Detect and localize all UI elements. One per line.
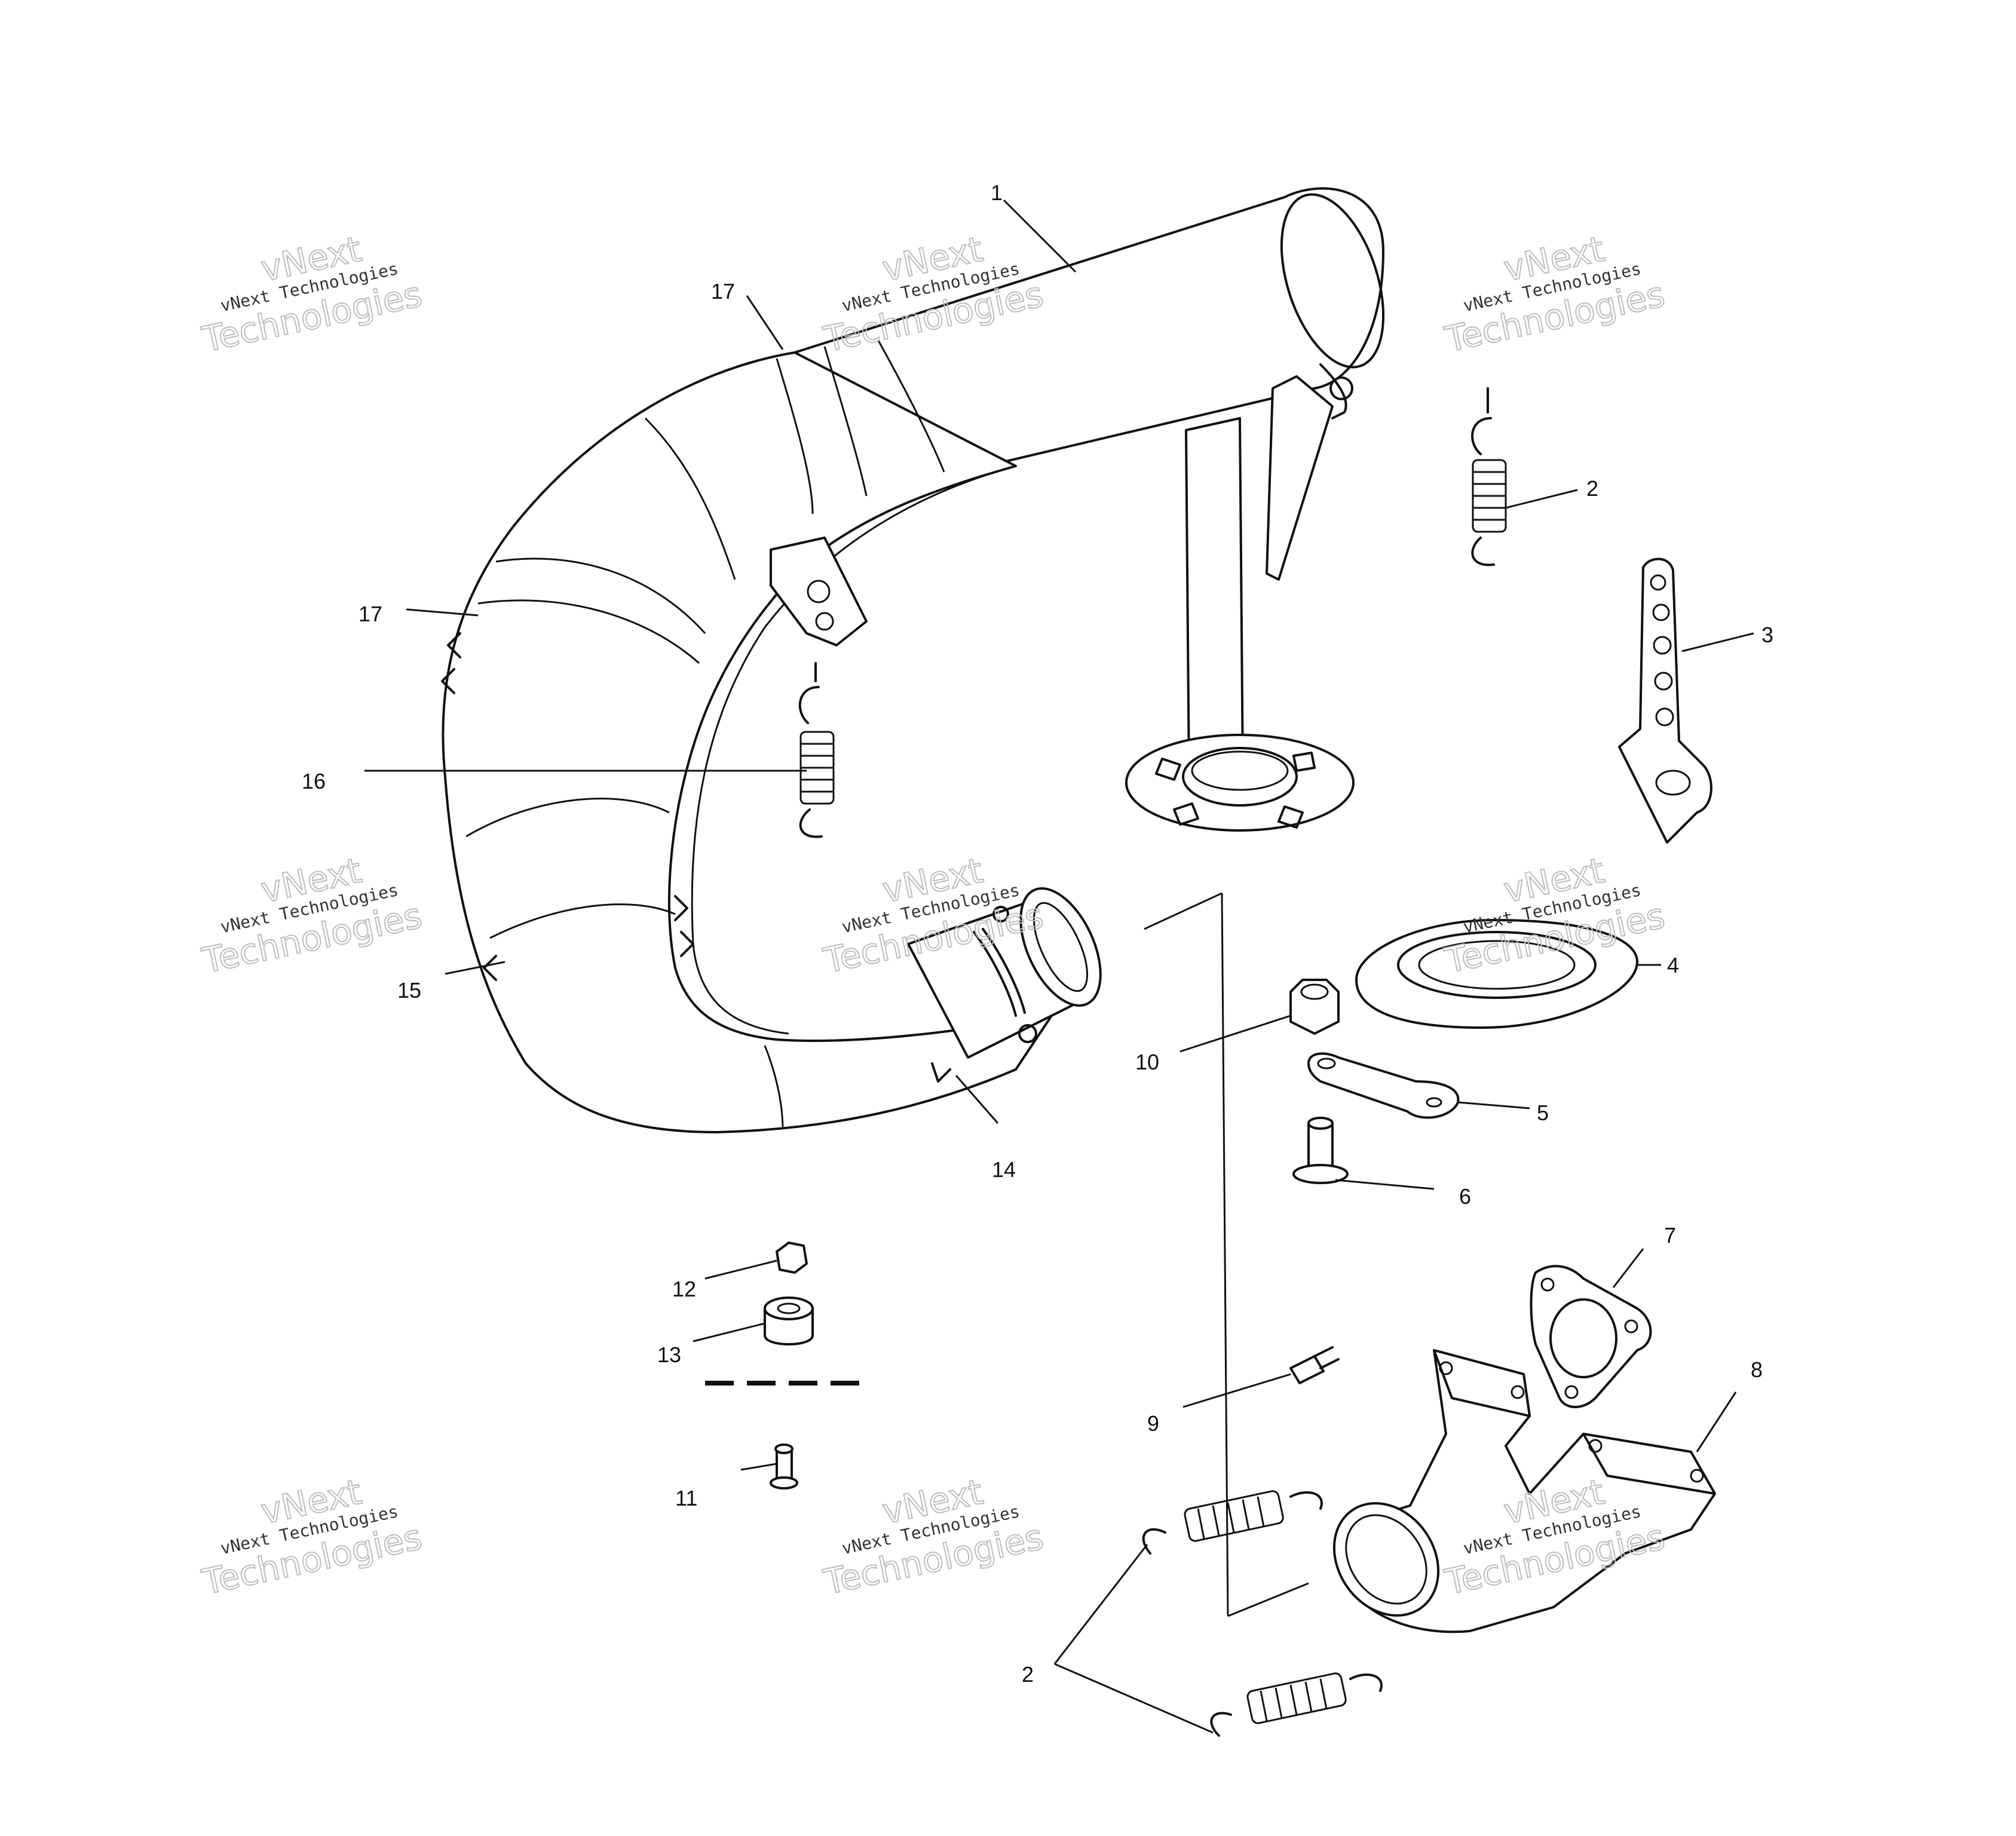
grommet-ring: [1355, 919, 1638, 1029]
callout-1: 1: [991, 180, 1003, 205]
callout-17-top: 17: [711, 279, 735, 304]
callout-16: 16: [302, 769, 326, 793]
callout-17-left: 17: [359, 602, 382, 626]
callout-2-top: 2: [1586, 476, 1598, 501]
spring-upper-right: [1471, 387, 1507, 566]
callout-2-bottom: 2: [1022, 1662, 1034, 1687]
callout-5: 5: [1537, 1101, 1549, 1125]
silencer-mount-tube: [1125, 363, 1355, 832]
callout-12: 12: [672, 1277, 696, 1301]
small-bolt: [770, 1443, 798, 1489]
lock-nut: [776, 1242, 808, 1274]
callout-15: 15: [397, 978, 421, 1003]
spring-bottom-a: [1142, 1490, 1323, 1555]
spacer-bushing: [764, 1296, 814, 1345]
flange-gasket: [1530, 1265, 1652, 1408]
assembly-reference-lines: [1144, 892, 1309, 1617]
watermark-4: vNext vNext Technologies Technologies: [198, 850, 426, 982]
exhaust-pipe-assembly: [441, 187, 1385, 1133]
y-manifold: [1332, 1349, 1716, 1633]
watermark-7: vNext vNext Technologies Technologies: [198, 1471, 426, 1604]
callout-7: 7: [1664, 1223, 1676, 1248]
watermark-8: vNext vNext Technologies Technologies: [819, 1471, 1047, 1604]
hex-nut: [1289, 979, 1340, 1035]
leader-lines: [364, 199, 1754, 1734]
bracket-strap: [1618, 557, 1712, 844]
washer-plate: [1307, 1052, 1460, 1119]
callout-11: 11: [675, 1486, 697, 1510]
callout-10: 10: [1135, 1050, 1159, 1074]
callout-8: 8: [1751, 1357, 1763, 1382]
watermark-3: vNext vNext Technologies Technologies: [1441, 228, 1669, 361]
callout-14: 14: [992, 1157, 1016, 1182]
watermark-1: vNext vNext Technologies Technologies: [198, 228, 426, 361]
spring-left-16: [798, 662, 835, 838]
spring-bottom-b: [1210, 1672, 1383, 1737]
shoulder-bolt: [1292, 1117, 1349, 1184]
callout-3: 3: [1761, 623, 1773, 647]
callout-9: 9: [1147, 1411, 1159, 1436]
callout-labels: 1 2 3 4 5 6 7 8 9 10 11 12 13 14 15 16 1…: [302, 180, 1773, 1687]
callout-13: 13: [657, 1342, 681, 1367]
callout-4: 4: [1667, 953, 1679, 977]
small-stud: [1289, 1346, 1340, 1384]
callout-6: 6: [1459, 1184, 1471, 1209]
